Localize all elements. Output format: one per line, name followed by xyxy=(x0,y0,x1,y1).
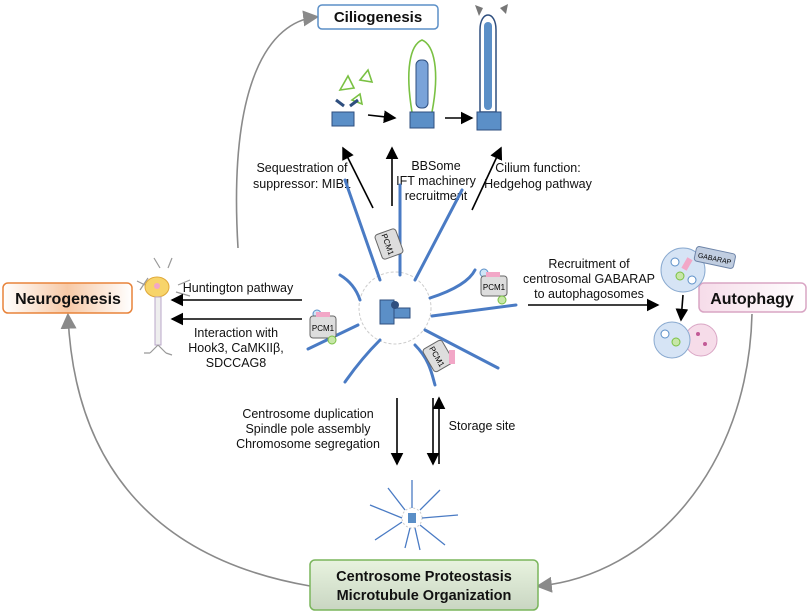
svg-text:Neurogenesis: Neurogenesis xyxy=(15,291,121,308)
svg-text:recruitment: recruitment xyxy=(405,189,468,203)
sequestration-arrow xyxy=(342,146,374,209)
svg-text:Cilium function:: Cilium function: xyxy=(495,161,580,175)
svg-text:Ciliogenesis: Ciliogenesis xyxy=(334,9,422,26)
stage-arrow xyxy=(367,110,397,124)
svg-text:Interaction with: Interaction with xyxy=(194,326,278,340)
svg-text:Autophagy: Autophagy xyxy=(710,291,794,308)
svg-text:Microtubule Organization: Microtubule Organization xyxy=(337,588,512,604)
svg-text:IFT machinery: IFT machinery xyxy=(396,174,476,188)
proteostasis-box: Centrosome Proteostasis Microtubule Orga… xyxy=(309,559,539,611)
svg-text:Hedgehog pathway: Hedgehog pathway xyxy=(484,177,592,191)
cilia-stage-2 xyxy=(408,39,437,129)
svg-text:Spindle pole assembly: Spindle pole assembly xyxy=(245,422,371,436)
svg-text:centrosomal GABARAP: centrosomal GABARAP xyxy=(523,272,655,286)
svg-text:SDCCAG8: SDCCAG8 xyxy=(206,356,266,370)
cilium-function-arrow xyxy=(471,146,503,211)
pcm1-granule: PCM1 xyxy=(422,339,455,373)
svg-text:BBSome: BBSome xyxy=(411,159,460,173)
svg-text:Centrosome duplication: Centrosome duplication xyxy=(242,407,373,421)
cilia-stage-3 xyxy=(475,4,508,131)
pcm1-granule: PCM1 xyxy=(374,228,404,260)
svg-text:Recruitment of: Recruitment of xyxy=(548,257,630,271)
neuron-to-ciliogenesis-arrow xyxy=(235,10,320,249)
svg-text:Storage site: Storage site xyxy=(449,419,516,433)
svg-text:Chromosome segregation: Chromosome segregation xyxy=(236,437,380,451)
svg-text:Huntington pathway: Huntington pathway xyxy=(183,281,294,295)
autolysosome xyxy=(653,321,718,359)
svg-text:PCM1: PCM1 xyxy=(483,283,506,292)
svg-text:Hook3, CaMKIIβ,: Hook3, CaMKIIβ, xyxy=(188,341,283,355)
fusion-arrow xyxy=(675,294,689,322)
neuron-illustration xyxy=(136,257,191,356)
svg-text:to autophagosomes: to autophagosomes xyxy=(534,287,644,301)
svg-text:PCM1: PCM1 xyxy=(312,324,335,333)
pcm1-granule: PCM1 xyxy=(479,268,508,305)
autophagy-box: Autophagy xyxy=(698,282,807,313)
ciliogenesis-box: Ciliogenesis xyxy=(317,4,439,30)
svg-text:suppressor: MIB1: suppressor: MIB1 xyxy=(253,177,351,191)
svg-text:Sequestration of: Sequestration of xyxy=(256,161,348,175)
cilia-stage-1 xyxy=(331,68,374,127)
small-centrosome xyxy=(369,480,459,551)
pcm1-granule: PCM1 xyxy=(309,309,337,345)
autophagy-to-proteostasis-arrow xyxy=(535,313,753,593)
proteostasis-to-neurogenesis-arrow xyxy=(60,312,311,587)
svg-text:Centrosome Proteostasis: Centrosome Proteostasis xyxy=(336,569,512,585)
autophagosome: GABARAP xyxy=(660,246,736,293)
neurogenesis-box: Neurogenesis xyxy=(2,282,133,314)
